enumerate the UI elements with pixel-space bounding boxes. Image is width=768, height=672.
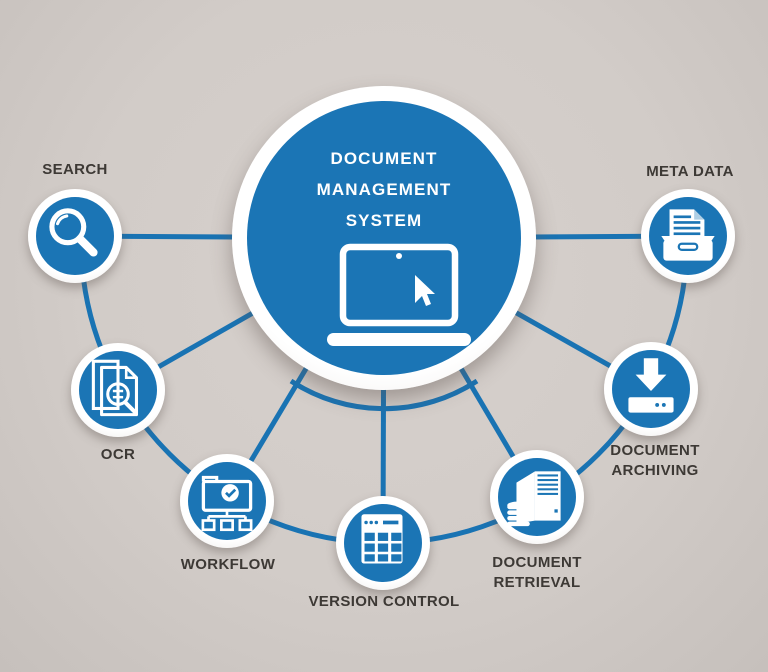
document-scan-icon (91, 359, 139, 417)
node-document-retrieval (490, 450, 584, 544)
document-tray-icon (661, 209, 715, 261)
grid-table-icon (361, 514, 403, 564)
download-drive-icon (628, 358, 674, 413)
node-label-workflow: WORKFLOW (180, 556, 276, 573)
hub-title: DOCUMENT MANAGEMENT SYSTEM (247, 143, 521, 236)
hub-circle: DOCUMENT MANAGEMENT SYSTEM (232, 86, 536, 390)
node-label-document-retrieval: DOCUMENT RETRIEVAL (492, 554, 582, 591)
node-label-search: SEARCH (42, 161, 108, 178)
magnifier-icon (49, 208, 98, 257)
node-meta-data (641, 189, 735, 283)
hub-title-line: SYSTEM (345, 211, 423, 230)
node-label-ocr: OCR (100, 446, 136, 463)
hub-blue-circle: DOCUMENT MANAGEMENT SYSTEM (247, 101, 521, 375)
node-search (28, 189, 122, 283)
hub-title-line: MANAGEMENT (316, 180, 452, 199)
laptop-cursor-icon (327, 243, 471, 346)
node-label-version-control: VERSION CONTROL (308, 593, 460, 610)
hub-title-line: DOCUMENT (330, 149, 438, 168)
node-label-document-archiving: DOCUMENT ARCHIVING (610, 442, 700, 479)
node-document-archiving (604, 342, 698, 436)
node-workflow (180, 454, 274, 548)
server-database-icon (507, 471, 561, 527)
node-ocr (71, 343, 165, 437)
node-version-control (336, 496, 430, 590)
flowchart-monitor-icon (201, 475, 253, 532)
node-label-meta-data: META DATA (646, 163, 734, 180)
